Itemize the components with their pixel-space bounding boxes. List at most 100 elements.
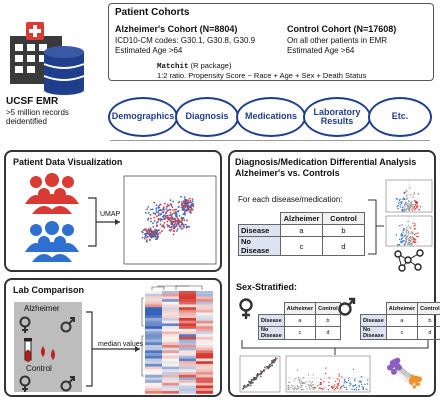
volcano-point bbox=[409, 207, 411, 209]
heatmap-cell bbox=[179, 336, 196, 340]
volcano-point bbox=[399, 204, 401, 206]
heatmap-cell bbox=[179, 377, 196, 381]
table-row: Disease a b bbox=[360, 314, 440, 327]
heatmap-cell bbox=[196, 315, 213, 319]
volcano-point bbox=[410, 232, 412, 234]
umap-point bbox=[156, 238, 158, 241]
volcano-point bbox=[409, 208, 411, 211]
umap-point bbox=[159, 208, 162, 211]
heatmap-cell bbox=[196, 336, 213, 340]
heatmap-cell bbox=[179, 328, 196, 332]
heatmap-cell bbox=[196, 353, 213, 356]
manhattan-point bbox=[360, 375, 363, 378]
volcano-point bbox=[414, 208, 417, 210]
umap-point bbox=[187, 199, 189, 202]
heatmap-cell bbox=[179, 369, 196, 373]
manhattan-point bbox=[355, 389, 358, 391]
volcano-point bbox=[404, 191, 407, 194]
manhattan-point bbox=[324, 372, 327, 375]
heatmap-cell bbox=[145, 336, 162, 340]
umap-point bbox=[155, 204, 158, 207]
manhattan-point bbox=[353, 388, 355, 391]
row-label-disease: Disease bbox=[360, 314, 387, 327]
umap-point bbox=[162, 210, 165, 213]
cell-a: a bbox=[385, 314, 419, 327]
manhattan-point bbox=[344, 381, 347, 383]
lab-ctrl-label: Control bbox=[26, 364, 52, 373]
heatmap-cell bbox=[162, 334, 179, 338]
umap-point bbox=[190, 207, 193, 210]
heatmap-cell bbox=[196, 339, 213, 343]
heatmap-cell bbox=[145, 353, 162, 356]
umap-point bbox=[181, 227, 184, 230]
heatmap-cell bbox=[196, 312, 213, 316]
cell-d: d bbox=[417, 326, 440, 340]
manhattan-point bbox=[321, 388, 324, 391]
umap-point bbox=[153, 232, 156, 234]
heatmap-cell bbox=[179, 315, 196, 319]
heatmap-cell bbox=[196, 307, 213, 311]
manhattan-point bbox=[349, 385, 351, 387]
umap-point bbox=[152, 222, 154, 225]
volcano-point bbox=[407, 225, 409, 227]
manhattan-point bbox=[333, 384, 336, 386]
heatmap-cell bbox=[145, 318, 162, 321]
heatmap-cell bbox=[162, 388, 179, 392]
umap-point bbox=[178, 226, 181, 228]
manhattan-point bbox=[328, 384, 330, 387]
heatmap-cell bbox=[145, 388, 162, 392]
volcano-point bbox=[399, 206, 401, 208]
volcano-point bbox=[403, 227, 405, 230]
row-label-no-disease: No Disease bbox=[360, 326, 387, 340]
manhattan-point bbox=[343, 382, 345, 384]
volcano-point bbox=[398, 243, 401, 246]
heatmap-cell bbox=[196, 342, 213, 346]
heatmap-cell bbox=[162, 382, 179, 386]
umap-point bbox=[156, 224, 159, 227]
umap-point bbox=[159, 223, 162, 226]
umap-point bbox=[171, 219, 173, 221]
manhattan-point bbox=[320, 381, 322, 384]
heatmap-cell bbox=[145, 301, 162, 305]
volcano-point bbox=[410, 205, 412, 207]
manhattan-point bbox=[302, 388, 304, 390]
table-header-ctrl: Control bbox=[322, 212, 365, 225]
heatmap-cell bbox=[179, 388, 196, 392]
cohorts-header: Patient Cohorts bbox=[115, 7, 190, 18]
heatmap-cell bbox=[179, 372, 196, 375]
umap-point bbox=[183, 219, 186, 222]
lab-heatmap bbox=[141, 285, 213, 394]
heatmap-cell bbox=[179, 323, 196, 327]
volcano-point bbox=[408, 238, 410, 240]
volcano-point bbox=[404, 207, 406, 209]
table-row: No Disease c d bbox=[238, 236, 365, 256]
network-icon bbox=[394, 249, 424, 272]
volcano-point bbox=[400, 202, 403, 205]
scatter-point bbox=[273, 361, 276, 364]
manhattan-point bbox=[354, 378, 356, 380]
heatmap-cell bbox=[162, 369, 179, 373]
heatmap-cell bbox=[145, 296, 162, 300]
umap-point bbox=[171, 213, 174, 216]
volcano-point bbox=[397, 207, 399, 210]
umap-point bbox=[150, 231, 153, 233]
scatter-point bbox=[268, 365, 271, 367]
volcano-point bbox=[414, 204, 417, 206]
heatmap-cell bbox=[196, 363, 213, 367]
heatmap-cell bbox=[196, 385, 213, 389]
umap-point bbox=[169, 219, 171, 221]
heatmap-cell bbox=[162, 363, 179, 367]
umap-point bbox=[162, 214, 165, 217]
heatmap-cell bbox=[145, 366, 162, 370]
scatter-point bbox=[264, 366, 266, 368]
umap-point bbox=[172, 233, 175, 236]
umap-point bbox=[191, 200, 194, 203]
heatmap-cell bbox=[196, 291, 213, 294]
heatmap-cell bbox=[162, 353, 179, 356]
volcano-point bbox=[402, 199, 404, 201]
heatmap-cell bbox=[196, 326, 213, 329]
volcano-point bbox=[406, 208, 408, 210]
manhattan-point bbox=[313, 388, 315, 390]
manhattan-point bbox=[298, 387, 300, 389]
umap-point bbox=[172, 209, 174, 211]
